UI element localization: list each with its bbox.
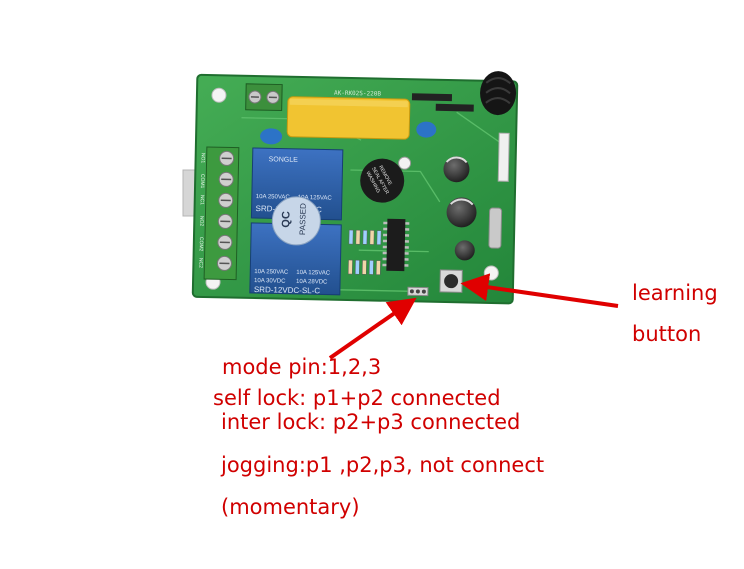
- buzzer: REMOVE SEAL AFTER WASHING: [360, 156, 412, 203]
- relay-brand: SONGLE: [269, 156, 299, 164]
- electrolytic-capacitor: [454, 240, 475, 261]
- self-lock-label: self lock: p1+p2 connected: [213, 386, 501, 410]
- terminal-label: NO2: [198, 216, 204, 227]
- mode-pin-arrow: [328, 297, 417, 360]
- ic-chip: [382, 218, 410, 272]
- relay-rating: 10A 30VDC: [254, 278, 286, 285]
- relay-2: 10A 250VAC 10A 125VAC 10A 30VDC 10A 28VD…: [249, 222, 342, 295]
- terminal-label: COM1: [199, 174, 205, 189]
- relay-rating: 10A 250VAC: [256, 194, 291, 201]
- learning-label-line1: learning: [632, 281, 718, 305]
- terminal-label: NC1: [199, 195, 205, 205]
- svg-text:PASSED: PASSED: [298, 203, 308, 235]
- jogging-label: jogging:p1 ,p2,p3, not connect: [221, 453, 545, 477]
- learning-button-arrow: [460, 273, 619, 308]
- header-pins: [497, 132, 510, 182]
- board-silkscreen: AK-RK02S-220B: [334, 90, 381, 98]
- diode: [411, 93, 453, 102]
- resistor-array: [347, 229, 382, 275]
- qc-sticker: QC PASSED: [271, 196, 321, 246]
- relay-rating: 10A 250VAC: [254, 269, 289, 276]
- electrolytic-capacitor: [446, 197, 477, 228]
- terminal-label: NO1: [200, 153, 206, 164]
- terminal-label: NC2: [197, 258, 203, 268]
- svg-text:QC: QC: [280, 211, 292, 228]
- mode-pins: [407, 286, 429, 297]
- relay-model: SRD-12VDC-SL-C: [254, 285, 321, 295]
- antenna-coil: [480, 71, 517, 116]
- learning-button: [439, 269, 463, 293]
- blue-capacitor: [416, 121, 437, 138]
- power-terminal: [245, 83, 283, 112]
- mounting-hole: [483, 265, 499, 281]
- momentary-label: (momentary): [221, 495, 360, 519]
- electrolytic-capacitor: [443, 156, 470, 183]
- crystal: [488, 207, 503, 249]
- relay-rating: 10A 125VAC: [296, 270, 331, 277]
- x2-capacitor: [286, 96, 411, 140]
- output-terminal-block: [203, 146, 240, 281]
- learning-label-line2: button: [632, 322, 702, 346]
- inter-lock-label: inter lock: p2+p3 connected: [221, 410, 521, 434]
- mounting-hole: [211, 87, 227, 103]
- relay-rating: 10A 125VAC: [298, 195, 333, 202]
- mode-pin-label: mode pin:1,2,3: [222, 355, 382, 379]
- blue-capacitor: [260, 128, 283, 145]
- relay-rating: 10A 28VDC: [296, 279, 328, 286]
- diode: [435, 103, 474, 112]
- terminal-label: COM2: [198, 237, 204, 252]
